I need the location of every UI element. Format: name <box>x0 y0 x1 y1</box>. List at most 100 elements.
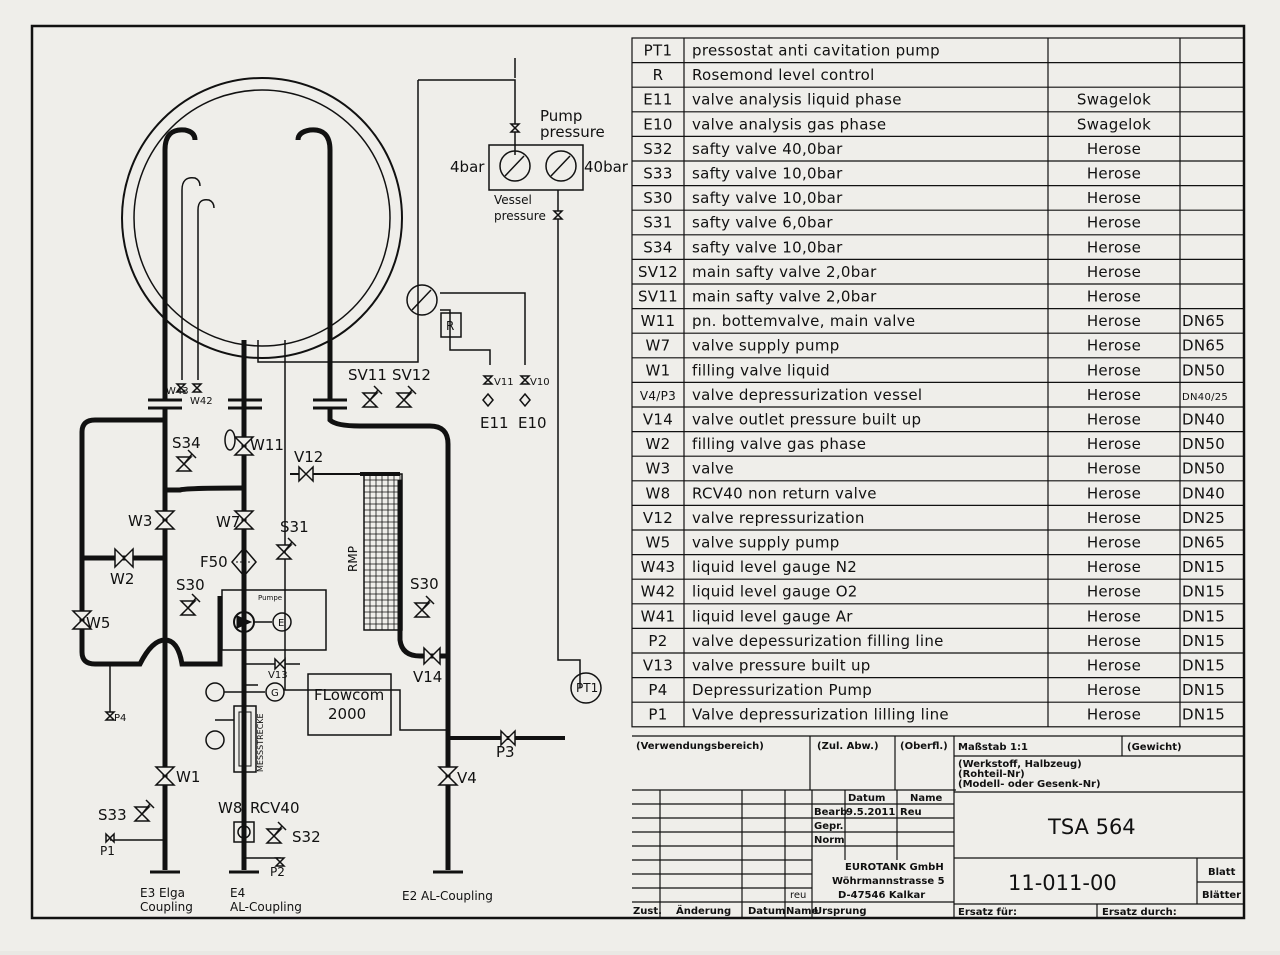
row-manufacturer: Swagelok <box>1077 91 1151 109</box>
row-size: DN40 <box>1182 484 1225 502</box>
row-tag: V12 <box>643 509 673 527</box>
row-manufacturer: Herose <box>1087 386 1141 404</box>
rosemond-level-control-icon <box>440 312 462 338</box>
row-description: Depressurization Pump <box>692 681 872 699</box>
label-w3: W3 <box>128 512 152 530</box>
vessel-inner-icon <box>133 89 391 347</box>
label-flowcom-2: 2000 <box>328 705 366 723</box>
valve-w4-icon <box>437 766 459 786</box>
coupling-e10-icon <box>519 392 531 408</box>
label-pump-pressure-2: pressure <box>540 123 605 141</box>
label-p3: P3 <box>496 743 515 761</box>
tb-bearb: Bearb <box>814 807 847 818</box>
label-40bar: 40bar <box>584 158 629 176</box>
row-manufacturer: Herose <box>1087 189 1141 207</box>
filter-f50-icon <box>231 546 257 578</box>
flowcom-box <box>307 673 392 736</box>
row-tag: V13 <box>643 657 673 675</box>
label-s32: S32 <box>292 828 321 846</box>
measuring-section-icon <box>233 705 257 773</box>
row-tag: W2 <box>646 435 671 453</box>
tb-reu: reu <box>790 890 806 901</box>
drawing-number: 11-011-00 <box>1008 871 1117 895</box>
tb-datum2: Datum <box>748 906 785 917</box>
tb-ersatz-durch: Ersatz durch: <box>1102 907 1177 918</box>
row-description: liquid level gauge O2 <box>692 583 858 601</box>
label-e4-1: E4 <box>230 886 245 900</box>
schematic <box>79 58 602 874</box>
label-w43: W43 <box>166 386 189 397</box>
safety-valve-s32-icon <box>265 821 287 844</box>
coupling-e11-icon <box>482 392 494 408</box>
label-messstrecke: MESSSTRECKE <box>256 713 265 772</box>
row-description: filling valve liquid <box>692 361 830 379</box>
tb-massstab: Maßstab 1:1 <box>958 742 1028 753</box>
temperature-sensor-icon <box>205 730 225 750</box>
label-s30b: S30 <box>410 575 439 593</box>
rcv40-valve-icon <box>233 821 255 843</box>
row-manufacturer: Herose <box>1087 460 1141 478</box>
label-v11: V11 <box>494 377 514 388</box>
label-sv11: SV11 <box>348 366 387 384</box>
valve-w3-icon <box>154 510 176 530</box>
row-manufacturer: Herose <box>1087 361 1141 379</box>
drawing-title: TSA 564 <box>1047 815 1136 839</box>
label-e10: E10 <box>518 414 547 432</box>
row-description: Valve depressurization lilling line <box>692 706 949 724</box>
row-description: valve analysis gas phase <box>692 115 886 133</box>
row-tag: S32 <box>643 140 673 158</box>
label-pump-pressure-1: Pump <box>540 107 582 125</box>
row-manufacturer: Herose <box>1087 238 1141 256</box>
row-tag: W3 <box>646 460 671 478</box>
row-manufacturer: Herose <box>1087 484 1141 502</box>
label-v10: V10 <box>530 377 550 388</box>
row-tag: P1 <box>648 706 667 724</box>
row-description: valve supply pump <box>692 534 840 552</box>
valve-gauge-top-icon <box>509 123 521 133</box>
row-description: Rosemond level control <box>692 66 875 84</box>
tb-blaetter: Blätter <box>1202 890 1241 901</box>
row-manufacturer: Herose <box>1087 607 1141 625</box>
safety-valve-sv12-icon <box>395 385 417 408</box>
safety-valve-symbols <box>133 385 435 844</box>
tb-ersatz-fuer: Ersatz für: <box>958 907 1017 918</box>
label-w11: W11 <box>250 436 284 454</box>
title-block-text: (Verwendungsbereich) (Zul. Abw.) (Oberfl… <box>633 741 1241 918</box>
row-description: pn. bottemvalve, main valve <box>692 312 915 330</box>
tb-norm: Norm <box>814 835 845 846</box>
label-s30a: S30 <box>176 576 205 594</box>
row-size: DN40 <box>1182 411 1225 429</box>
pressure-gauge-panel <box>488 144 584 191</box>
valve-w42-icon <box>191 383 203 393</box>
tb-bearb-name: Reu <box>900 807 922 818</box>
safety-valve-s34-icon <box>175 449 197 472</box>
flow-sensor-g-icon <box>265 682 285 702</box>
row-manufacturer: Herose <box>1087 140 1141 158</box>
label-p4: P4 <box>114 713 126 724</box>
label-motor: E <box>278 618 284 629</box>
label-s31: S31 <box>280 518 309 536</box>
label-w8: W8 <box>218 799 242 817</box>
tb-zust: Zust. <box>633 906 662 917</box>
row-tag: P2 <box>648 632 667 650</box>
valve-w43-icon <box>175 383 187 393</box>
row-description: pressostat anti cavitation pump <box>692 42 940 60</box>
row-tag: W11 <box>641 312 676 330</box>
row-description: safty valve 40,0bar <box>692 140 843 158</box>
tb-zul-abw: (Zul. Abw.) <box>817 741 879 752</box>
